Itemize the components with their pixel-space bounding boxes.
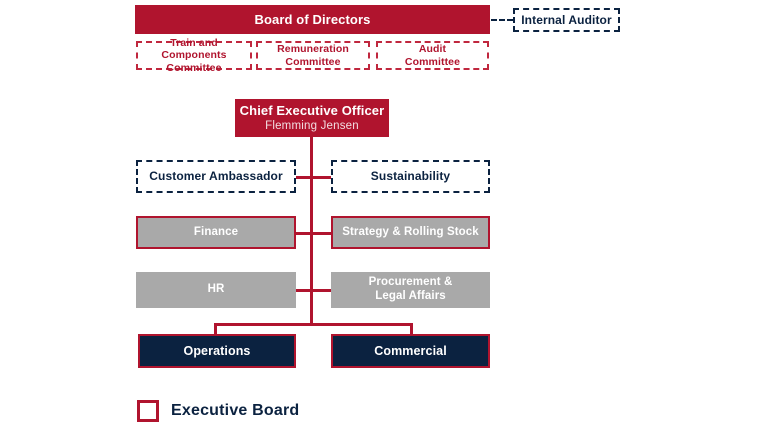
- connector-spine-to-hr: [296, 289, 311, 292]
- node-commercial[interactable]: Commercial: [331, 334, 490, 368]
- customer-ambassador-label: Customer Ambassador: [149, 169, 283, 184]
- connector-board-to-internal-auditor: [491, 19, 513, 21]
- committee-label-line1: Train and Components: [161, 36, 227, 62]
- hr-label: HR: [207, 283, 225, 296]
- connector-spine-to-customer-ambassador: [296, 176, 311, 179]
- sustainability-label: Sustainability: [370, 169, 451, 184]
- node-hr[interactable]: HR: [136, 272, 296, 308]
- node-procurement-and-legal-affairs[interactable]: Procurement & Legal Affairs: [331, 272, 490, 308]
- operations-label: Operations: [183, 343, 251, 358]
- connector-spine-to-finance: [296, 232, 311, 235]
- connector-spine-to-strategy: [310, 232, 333, 235]
- connector-bottom-bracket: [214, 323, 413, 336]
- internal-auditor-label: Internal Auditor: [521, 12, 612, 27]
- strategy-and-rolling-stock-label: Strategy & Rolling Stock: [342, 225, 479, 238]
- node-finance[interactable]: Finance: [136, 216, 296, 249]
- node-internal-auditor[interactable]: Internal Auditor: [513, 8, 620, 32]
- node-board-of-directors[interactable]: Board of Directors: [135, 5, 490, 34]
- legend-executive-board-label: Executive Board: [171, 402, 300, 419]
- committee-label-line1: Audit: [418, 43, 447, 56]
- connector-spine-to-procurement: [310, 289, 333, 292]
- node-remuneration-committee[interactable]: Remuneration Committee: [256, 41, 370, 70]
- procurement-label-line2: Legal Affairs: [375, 290, 446, 302]
- legend: Executive Board: [137, 400, 299, 422]
- committee-label-line1: Remuneration: [277, 43, 349, 56]
- finance-label: Finance: [193, 225, 239, 238]
- committee-label-line2: Committee: [404, 55, 461, 68]
- committee-label-line2: Committee: [285, 55, 341, 68]
- node-audit-committee[interactable]: Audit Committee: [376, 41, 489, 70]
- node-sustainability[interactable]: Sustainability: [331, 160, 490, 193]
- procurement-label-line1: Procurement &: [368, 276, 453, 289]
- connector-ceo-spine: [310, 137, 313, 323]
- node-customer-ambassador[interactable]: Customer Ambassador: [136, 160, 296, 193]
- node-operations[interactable]: Operations: [138, 334, 296, 368]
- node-train-and-components-committee[interactable]: Train and Components Committee: [136, 37, 252, 74]
- board-of-directors-label: Board of Directors: [254, 11, 371, 27]
- committee-label-line2: Committee: [166, 61, 222, 74]
- node-chief-executive-officer[interactable]: Chief Executive Officer Flemming Jensen: [235, 99, 389, 137]
- commercial-label: Commercial: [374, 343, 447, 358]
- node-strategy-and-rolling-stock[interactable]: Strategy & Rolling Stock: [331, 216, 490, 249]
- connector-spine-to-sustainability: [310, 176, 333, 179]
- ceo-name: Flemming Jensen: [265, 119, 359, 132]
- legend-executive-board-swatch: [137, 400, 159, 422]
- ceo-title: Chief Executive Officer: [239, 102, 385, 118]
